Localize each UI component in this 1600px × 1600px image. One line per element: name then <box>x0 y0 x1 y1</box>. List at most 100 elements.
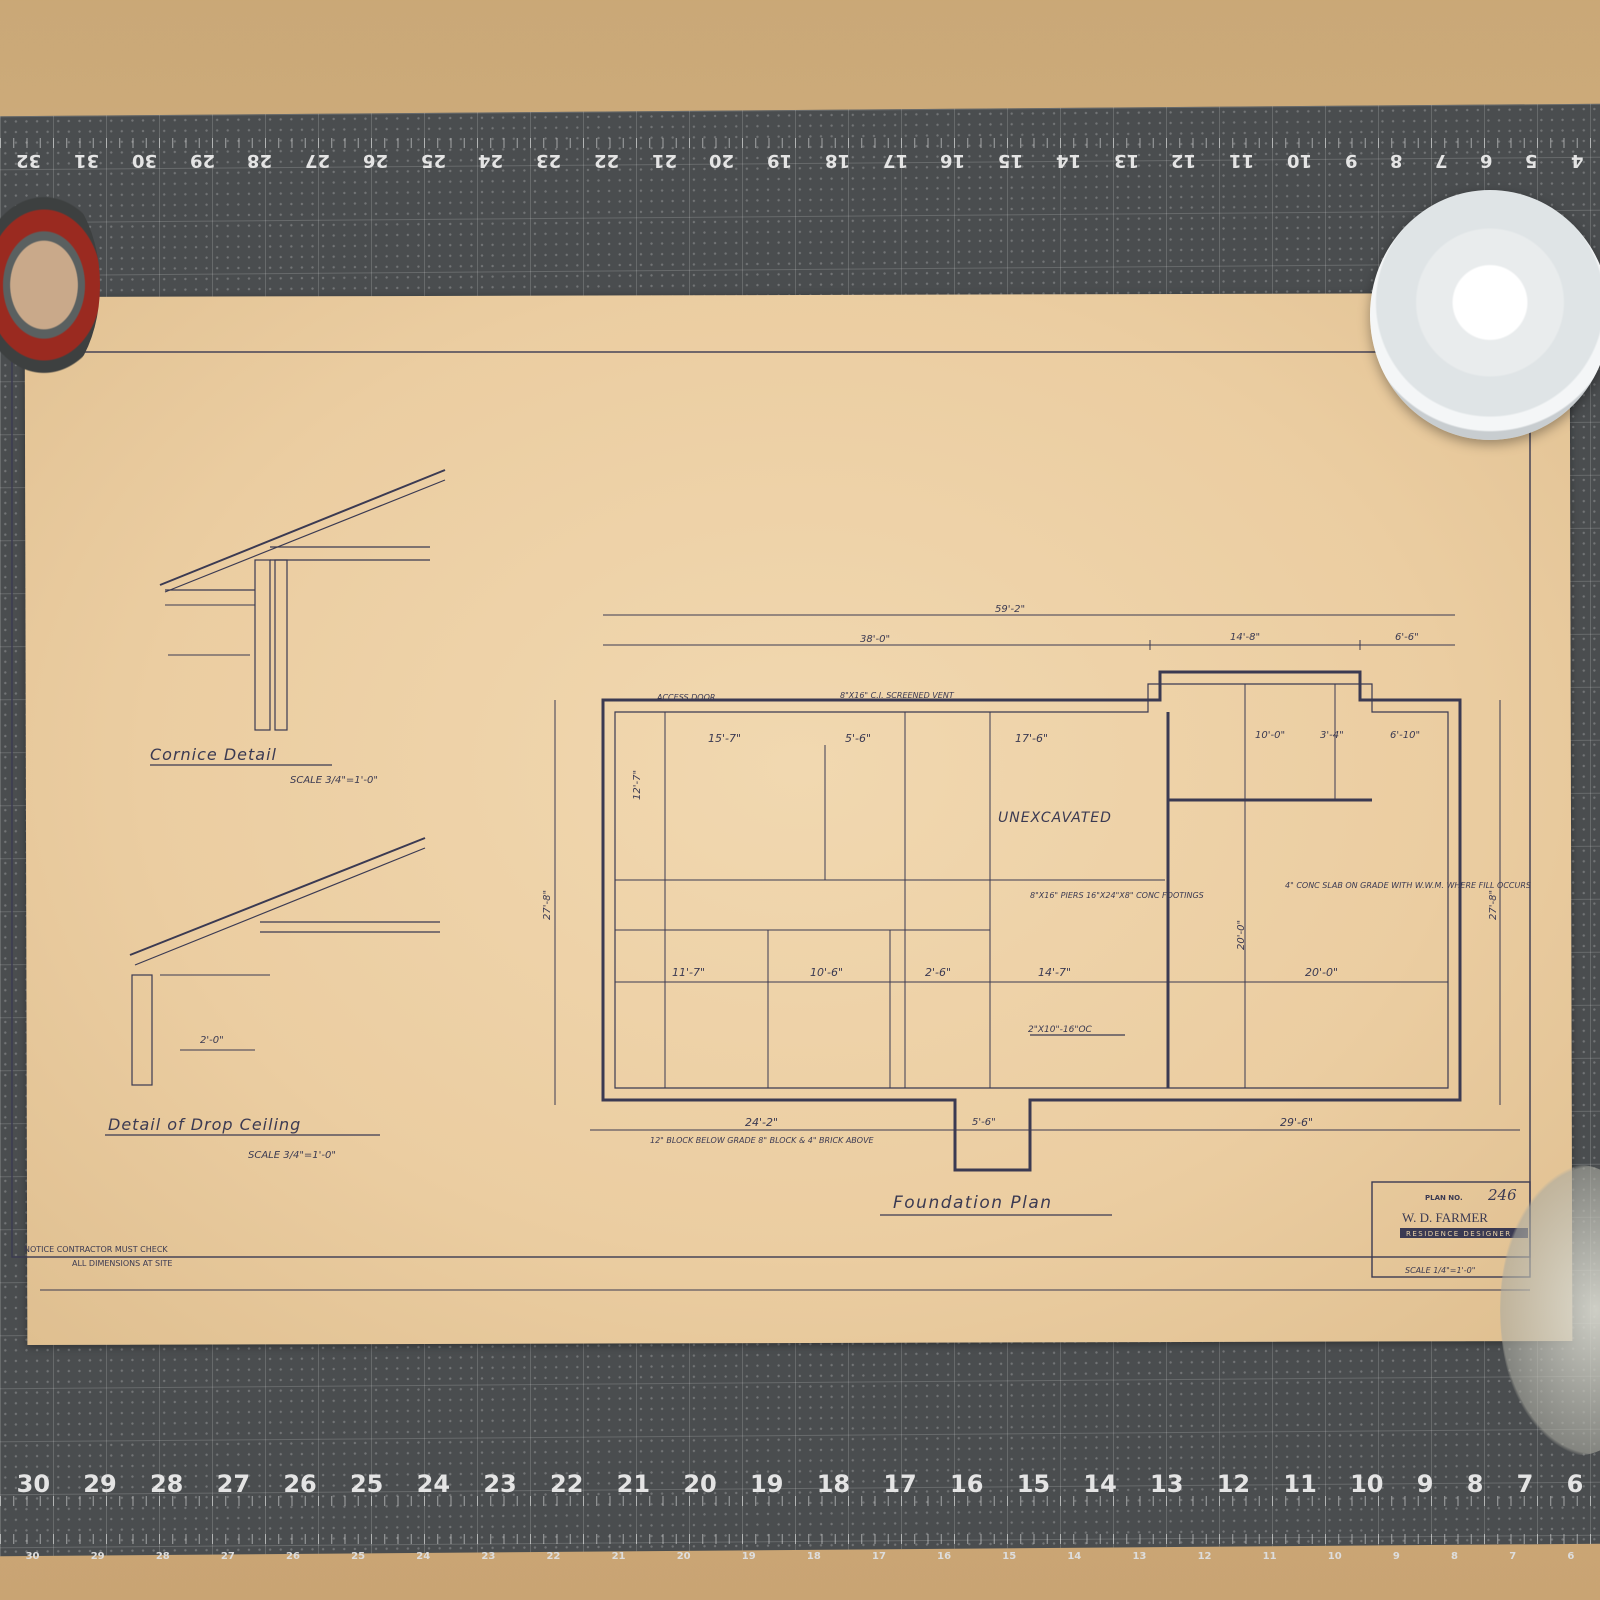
ruler-number: 25 <box>349 1470 384 1498</box>
ruler-number: 24 <box>416 1550 431 1562</box>
joist-note: 2"X10"-16"OC <box>1028 1025 1093 1035</box>
title-scale: SCALE 1/4"=1'-0" <box>1405 1266 1475 1275</box>
ruler-number: 25 <box>351 1550 366 1562</box>
ruler-number: 22 <box>550 1470 584 1498</box>
ruler-number: 28 <box>149 1470 184 1498</box>
piers-note: 8"X16" PIERS 16"X24"X8" CONC FOOTINGS <box>1030 891 1204 900</box>
sheet-border <box>11 351 1531 1258</box>
dim-2-6: 2'-6" <box>925 966 951 979</box>
ruler-number: 8 <box>1451 1550 1459 1562</box>
ruler-number: 13 <box>1150 1470 1184 1498</box>
ruler-number: 15 <box>1002 1550 1017 1562</box>
dim-14-7: 14'-7" <box>1038 966 1071 979</box>
dim-10-0: 10'-0" <box>1255 730 1285 741</box>
ruler-number: 23 <box>483 1470 517 1498</box>
ruler-number: 12 <box>1216 1470 1251 1498</box>
dim-12-7: 12'-7" <box>632 770 643 800</box>
plan-no-label: PLAN NO. <box>1425 1194 1463 1202</box>
ruler-number: 24 <box>416 1470 451 1498</box>
ruler-number: 16 <box>937 1550 952 1562</box>
cornice-scale: SCALE 3/4"=1'-0" <box>290 775 378 786</box>
ruler-number: 29 <box>90 1550 105 1562</box>
ruler-number: 7 <box>1509 1550 1517 1562</box>
ruler-number: 29 <box>83 1470 117 1498</box>
ruler-number: 6 <box>1566 1470 1584 1498</box>
drop-ceiling-detail: 2'-0" Detail of Drop Ceiling SCALE 3/4"=… <box>105 837 440 1161</box>
cornice-detail: Cornice Detail SCALE 3/4"=1'-0" <box>150 469 446 786</box>
foundation-title: Foundation Plan <box>893 1193 1053 1213</box>
ruler-number: 30 <box>16 1470 51 1498</box>
access-door-note: ACCESS DOOR <box>656 693 715 702</box>
ruler-number: 9 <box>1416 1470 1434 1498</box>
foundation-plan: 59'-2" 38'-0" 14'-8" 6'-6" 15'-7" 5'-6" … <box>542 604 1531 1216</box>
ruler-number: 18 <box>806 1550 821 1562</box>
dim-5-6b: 5'-6" <box>972 1117 996 1128</box>
ruler-number: 28 <box>155 1550 170 1562</box>
ruler-number: 17 <box>883 1470 917 1498</box>
cornice-title: Cornice Detail <box>150 745 277 764</box>
slab-note: 4" CONC SLAB ON GRADE WITH W.W.M. WHERE … <box>1285 881 1531 890</box>
ruler-number: 7 <box>1516 1470 1534 1498</box>
ruler-number: 23 <box>481 1550 496 1562</box>
ruler-number: 9 <box>1392 1550 1400 1562</box>
firm-name: W. D. FARMER <box>1402 1210 1488 1225</box>
dim-5-6: 5'-6" <box>845 732 871 745</box>
plan-number: 246 <box>1487 1186 1517 1204</box>
bottom-ruler-small: 30 29 28 27 26 25 24 23 22 21 20 19 18 17 16 15 14 13 12 11… <box>0 1534 1600 1578</box>
ruler-number: 30 <box>25 1550 40 1562</box>
dim-14-8: 14'-8" <box>1230 632 1260 643</box>
drop-title: Detail of Drop Ceiling <box>108 1115 301 1134</box>
ruler-number: 6 <box>1567 1550 1575 1562</box>
ruler-number: 27 <box>216 1470 251 1498</box>
dim-total: 59'-2" <box>995 604 1025 615</box>
ruler-number: 21 <box>616 1470 651 1498</box>
ruler-number: 26 <box>283 1470 317 1498</box>
ruler-number: 18 <box>816 1470 851 1498</box>
ruler-number: 22 <box>546 1550 561 1562</box>
ruler-number: 8 <box>1466 1470 1484 1498</box>
ruler-number: 14 <box>1083 1470 1117 1498</box>
ruler-number: 26 <box>286 1550 300 1562</box>
dim-15-7: 15'-7" <box>708 732 741 745</box>
ruler-number: 12 <box>1197 1550 1212 1562</box>
block-note: 12" BLOCK BELOW GRADE 8" BLOCK & 4" BRIC… <box>650 1136 875 1145</box>
notice-line-2: ALL DIMENSIONS AT SITE <box>72 1259 172 1268</box>
ruler-number: 19 <box>750 1470 784 1498</box>
jar-lid <box>1370 190 1600 440</box>
ruler-number: 20 <box>683 1470 717 1498</box>
dim-29-6: 29'-6" <box>1280 1116 1313 1129</box>
dim-6-6: 6'-6" <box>1395 632 1419 643</box>
ruler-number: 17 <box>872 1550 886 1562</box>
dim-11-7: 11'-7" <box>672 966 705 979</box>
ruler-number: 21 <box>611 1550 626 1562</box>
ruler-number: 16 <box>950 1470 984 1498</box>
ruler-number: 19 <box>741 1550 756 1562</box>
dim-38: 38'-0" <box>860 634 890 645</box>
dim-27-8-right: 27'-8" <box>1488 890 1499 920</box>
dim-27-8-left: 27'-8" <box>542 890 553 920</box>
ruler-number: 20 <box>676 1550 691 1562</box>
drop-dim: 2'-0" <box>200 1035 224 1046</box>
notice-line-1: NOTICE CONTRACTOR MUST CHECK <box>24 1245 168 1254</box>
dim-20-0: 20'-0" <box>1305 966 1338 979</box>
dim-20-0-vert: 20'-0" <box>1236 920 1247 950</box>
firm-subtitle: RESIDENCE DESIGNER <box>1406 1230 1512 1238</box>
dim-10-6: 10'-6" <box>810 966 843 979</box>
ruler-number: 15 <box>1016 1470 1051 1498</box>
dim-17-6: 17'-6" <box>1015 732 1048 745</box>
dim-6-10: 6'-10" <box>1390 730 1420 741</box>
bottom-ruler: 30 29 28 27 26 25 24 23 22 21 20 19 18 17 16 15 14 13 12 11… <box>0 1462 1600 1506</box>
ruler-number: 14 <box>1067 1550 1082 1562</box>
ruler-number: 27 <box>220 1550 235 1562</box>
ruler-number: 11 <box>1283 1470 1317 1498</box>
unexcavated-label: UNEXCAVATED <box>998 810 1112 826</box>
ruler-number: 11 <box>1262 1550 1277 1562</box>
ruler-number: 10 <box>1327 1550 1342 1562</box>
dim-3-4: 3'-4" <box>1320 730 1344 741</box>
ruler-number: 13 <box>1132 1550 1147 1562</box>
drop-scale: SCALE 3/4"=1'-0" <box>248 1150 336 1161</box>
vent-note: 8"X16" C.I. SCREENED VENT <box>840 691 955 700</box>
ruler-number: 10 <box>1350 1470 1384 1498</box>
